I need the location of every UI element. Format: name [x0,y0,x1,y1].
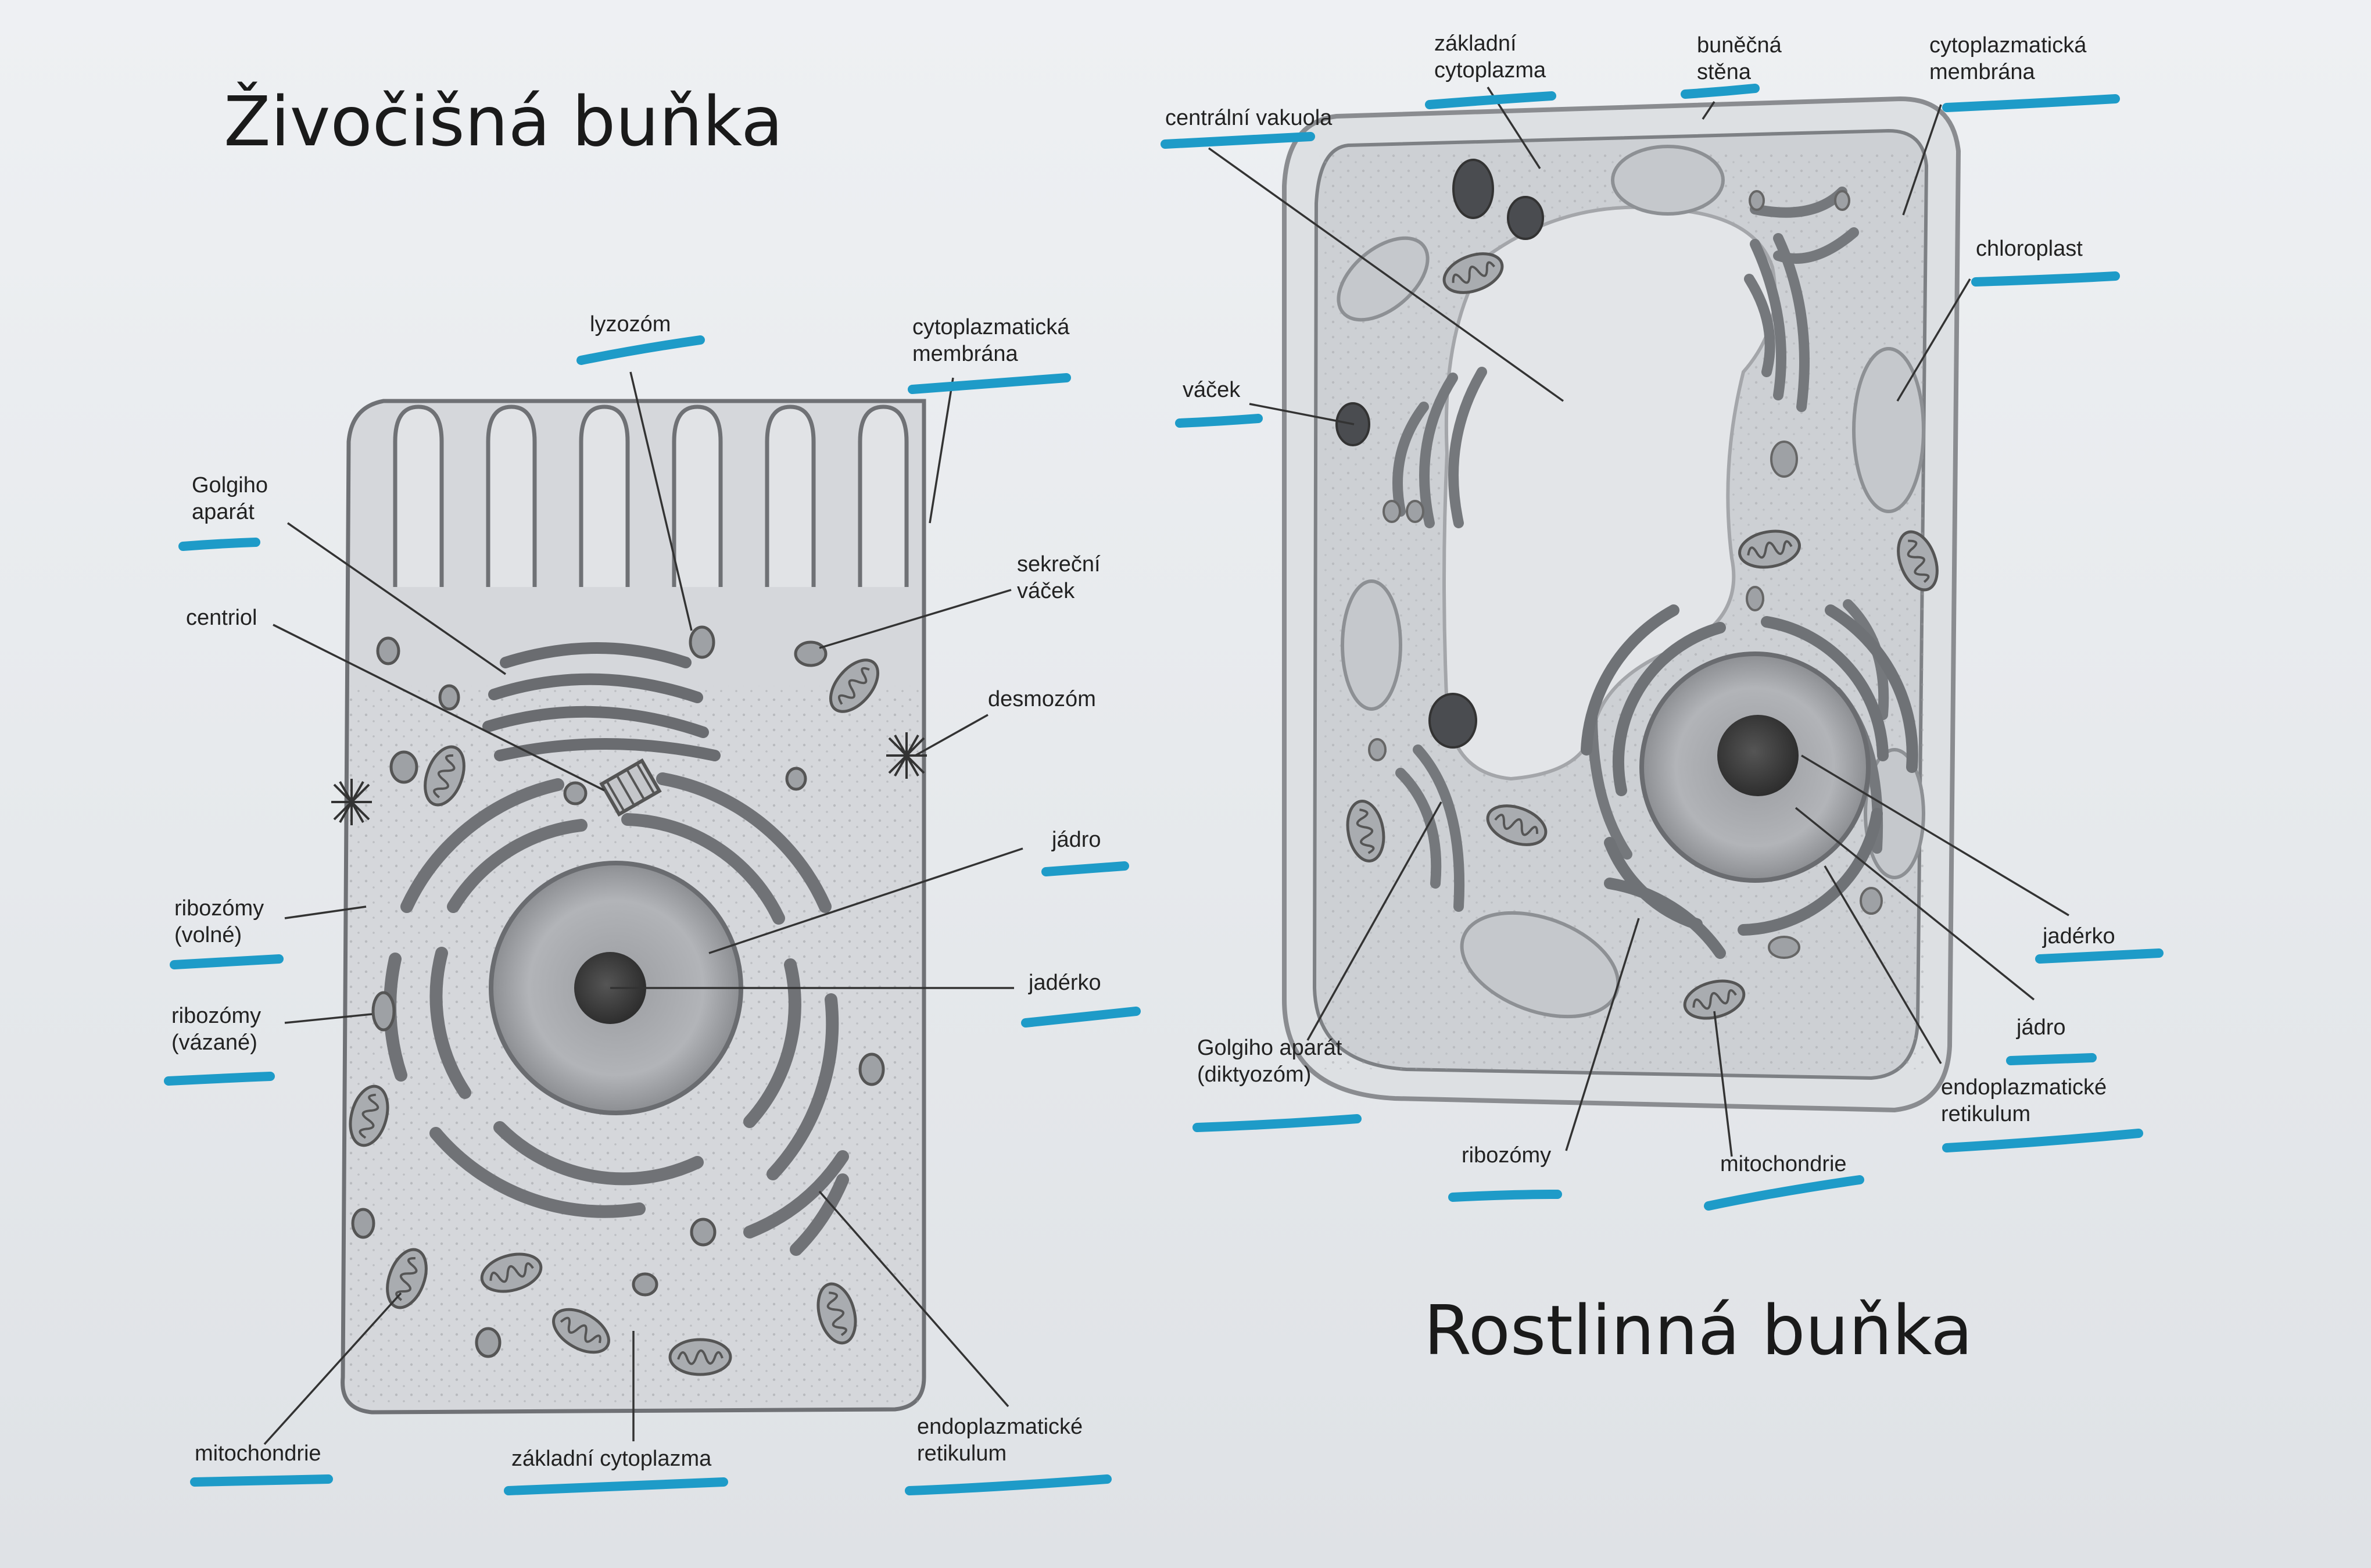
plant-cell-title: Rostlinná buňka [1424,1290,1973,1370]
label-central-vacuole: centrální vakuola [1165,106,1333,130]
label-plant-ribosomes: ribozómy [1462,1143,1552,1168]
plant-cell [1208,87,2069,1157]
label-cytoplasm: základní cytoplazma [511,1447,712,1471]
label-cytoplasmic-membrane: cytoplazmatická membrána [912,315,1070,366]
highlighter-marks [164,84,2164,1495]
label-plant-er: endoplazmatické retikulum [1941,1075,2107,1126]
label-plant-membrane: cytoplazmatická membrána [1929,33,2087,84]
label-mitochondria: mitochondrie [195,1441,321,1466]
animal-cell-title: Živočišná buňka [224,81,783,162]
label-plant-cytoplasm: základní cytoplazma [1434,31,1546,83]
label-endoplasmic-reticulum: endoplazmatické retikulum [917,1415,1083,1466]
label-secretory-vesicle: sekreční váček [1017,552,1101,603]
label-plant-nucleolus: jadérko [2043,924,2115,948]
label-nucleus: jádro [1052,828,1101,852]
label-plant-mitochondria: mitochondrie [1720,1152,1847,1176]
animal-cell [263,371,1023,1445]
label-bound-ribosomes: ribozómy (vázané) [171,1004,262,1055]
label-vesicle: váček [1183,378,1241,402]
label-chloroplast: chloroplast [1976,237,2083,261]
label-plant-golgi: Golgiho aparát (diktyozóm) [1197,1036,1342,1087]
label-desmosome: desmozóm [988,687,1096,711]
label-plant-nucleus: jádro [2017,1015,2066,1040]
label-golgi-apparatus: Golgiho aparát [192,473,268,524]
label-free-ribosomes: ribozómy (volné) [174,896,264,947]
label-nucleolus: jadérko [1029,971,1101,995]
label-lysosome: lyzozóm [590,312,671,336]
label-cell-wall: buněčná stěna [1697,33,1782,84]
label-centriole: centriol [186,606,257,630]
